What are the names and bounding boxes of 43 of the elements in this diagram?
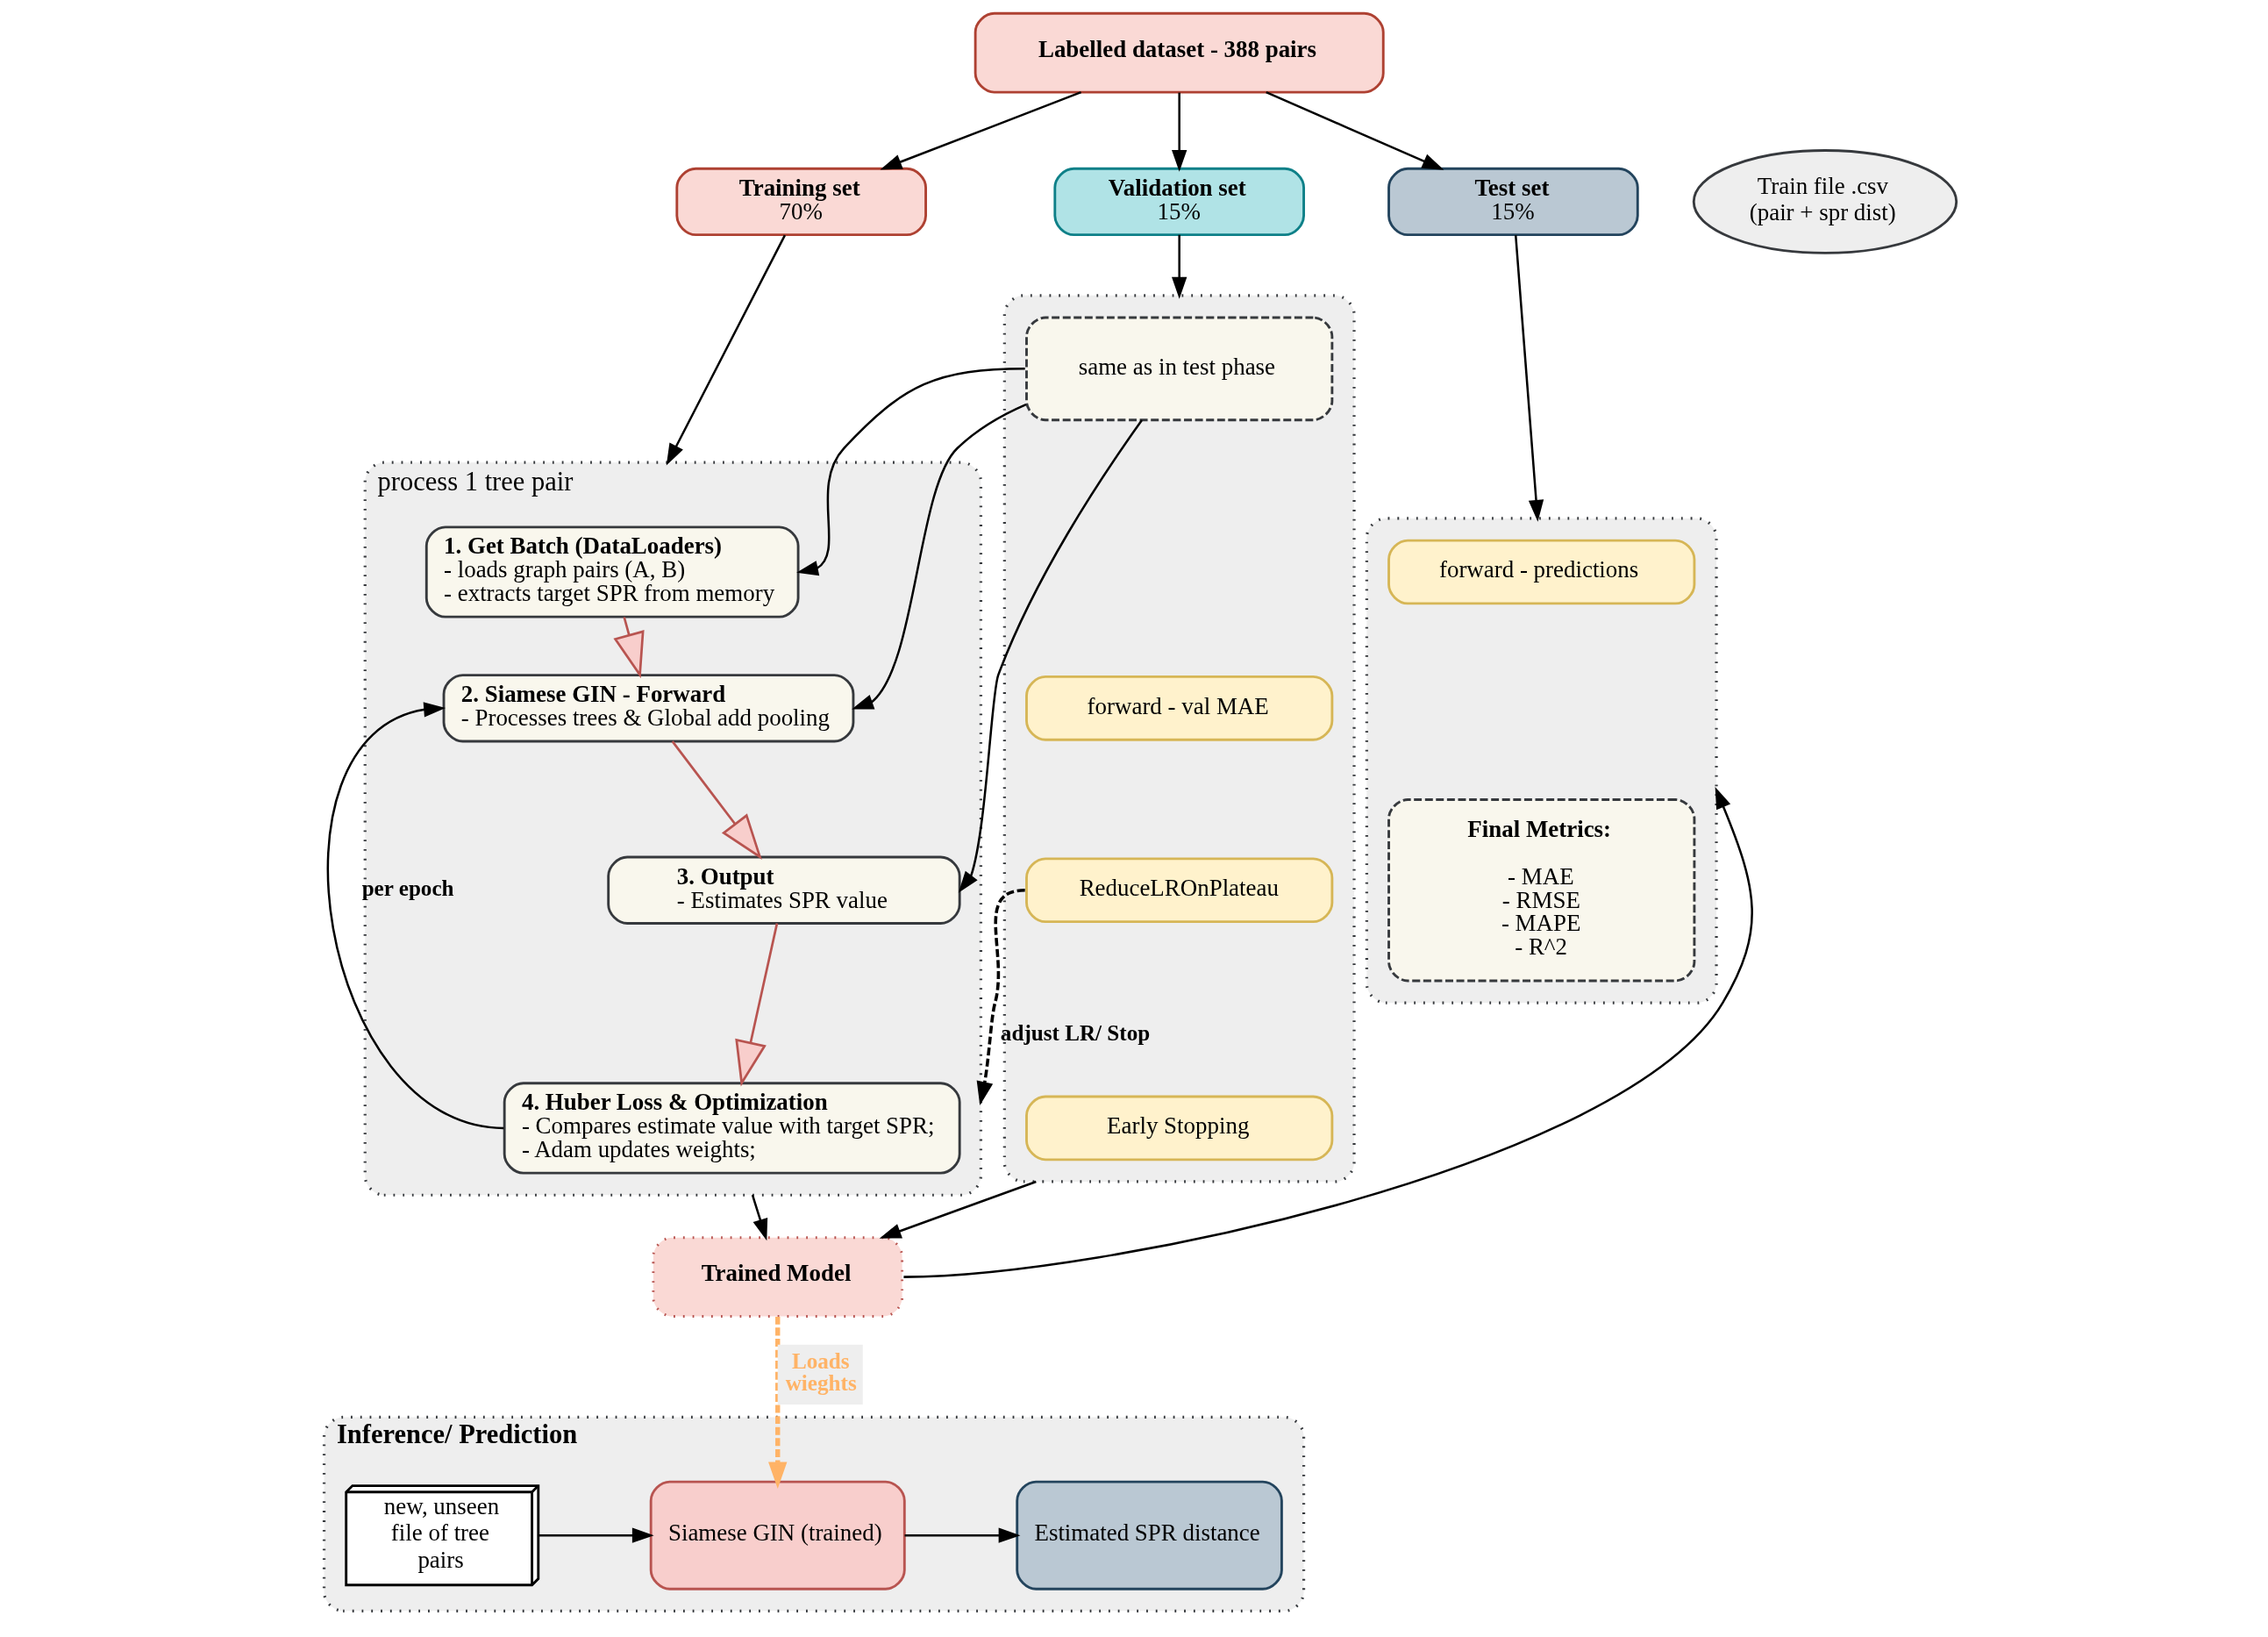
- arrow: [796, 368, 1025, 576]
- arrow: [613, 617, 645, 679]
- cluster: [1002, 294, 1356, 1183]
- node-box: 3. Output - Estimates SPR value: [607, 855, 961, 925]
- arrow: [538, 1527, 654, 1543]
- arrow: [903, 787, 1753, 1278]
- node-box: Final Metrics: - MAE - RMSE - MAPE - R^2: [1387, 798, 1696, 983]
- arrow: [880, 91, 1081, 170]
- arrow: [1266, 91, 1444, 170]
- arrow: [1172, 92, 1187, 172]
- node-box: Estimated SPR distance: [1016, 1480, 1283, 1591]
- node-box: Early Stopping: [1025, 1095, 1334, 1162]
- arrow: [958, 419, 1143, 893]
- node-box: Training set 70%: [675, 167, 927, 237]
- node-box: 1. Get Batch (DataLoaders) - loads graph pairs (A, B) - extracts target SPR from memory: [424, 525, 800, 618]
- node-box: ReduceLROnPlateau: [1025, 857, 1334, 924]
- node-box: 4. Huber Loss & Optimization - Compares estimate value with target SPR; - Adam updates weights;: [503, 1082, 961, 1175]
- node-box: Trained Model: [652, 1236, 904, 1318]
- node-box: 2. Siamese GIN - Forward - Processes trees & Global add pooling: [442, 674, 855, 743]
- arrow: [1514, 235, 1544, 522]
- node-box: forward - val MAE: [1025, 676, 1334, 741]
- arrow: [904, 1527, 1021, 1543]
- edge-label: Loads wieghts: [785, 1349, 857, 1396]
- arrow: [326, 702, 504, 1130]
- node-box: same as in test phase: [1025, 316, 1334, 422]
- arrow: [1172, 234, 1187, 299]
- edge-label: per epoch: [361, 876, 454, 900]
- arrow: [852, 403, 1027, 710]
- edge-label: adjust LR/ Stop: [1000, 1020, 1151, 1045]
- arrow: [976, 888, 1025, 1105]
- node-box: Siamese GIN (trained): [649, 1480, 906, 1591]
- node-box: Validation set 15%: [1053, 167, 1305, 237]
- arrow: [751, 1194, 768, 1241]
- cluster: [1365, 517, 1718, 1004]
- arrow: [666, 234, 787, 466]
- arrow: [671, 740, 762, 860]
- arrow: [879, 1180, 1037, 1239]
- arrow: [768, 1317, 788, 1489]
- node-box: forward - predictions: [1387, 539, 1696, 605]
- arrow: [735, 923, 779, 1087]
- node-box: Test set 15%: [1387, 167, 1639, 237]
- node-box: Labelled dataset - 388 pairs: [974, 11, 1385, 94]
- node-ellipse: Train file .csv (pair + spr dist): [1692, 149, 1958, 254]
